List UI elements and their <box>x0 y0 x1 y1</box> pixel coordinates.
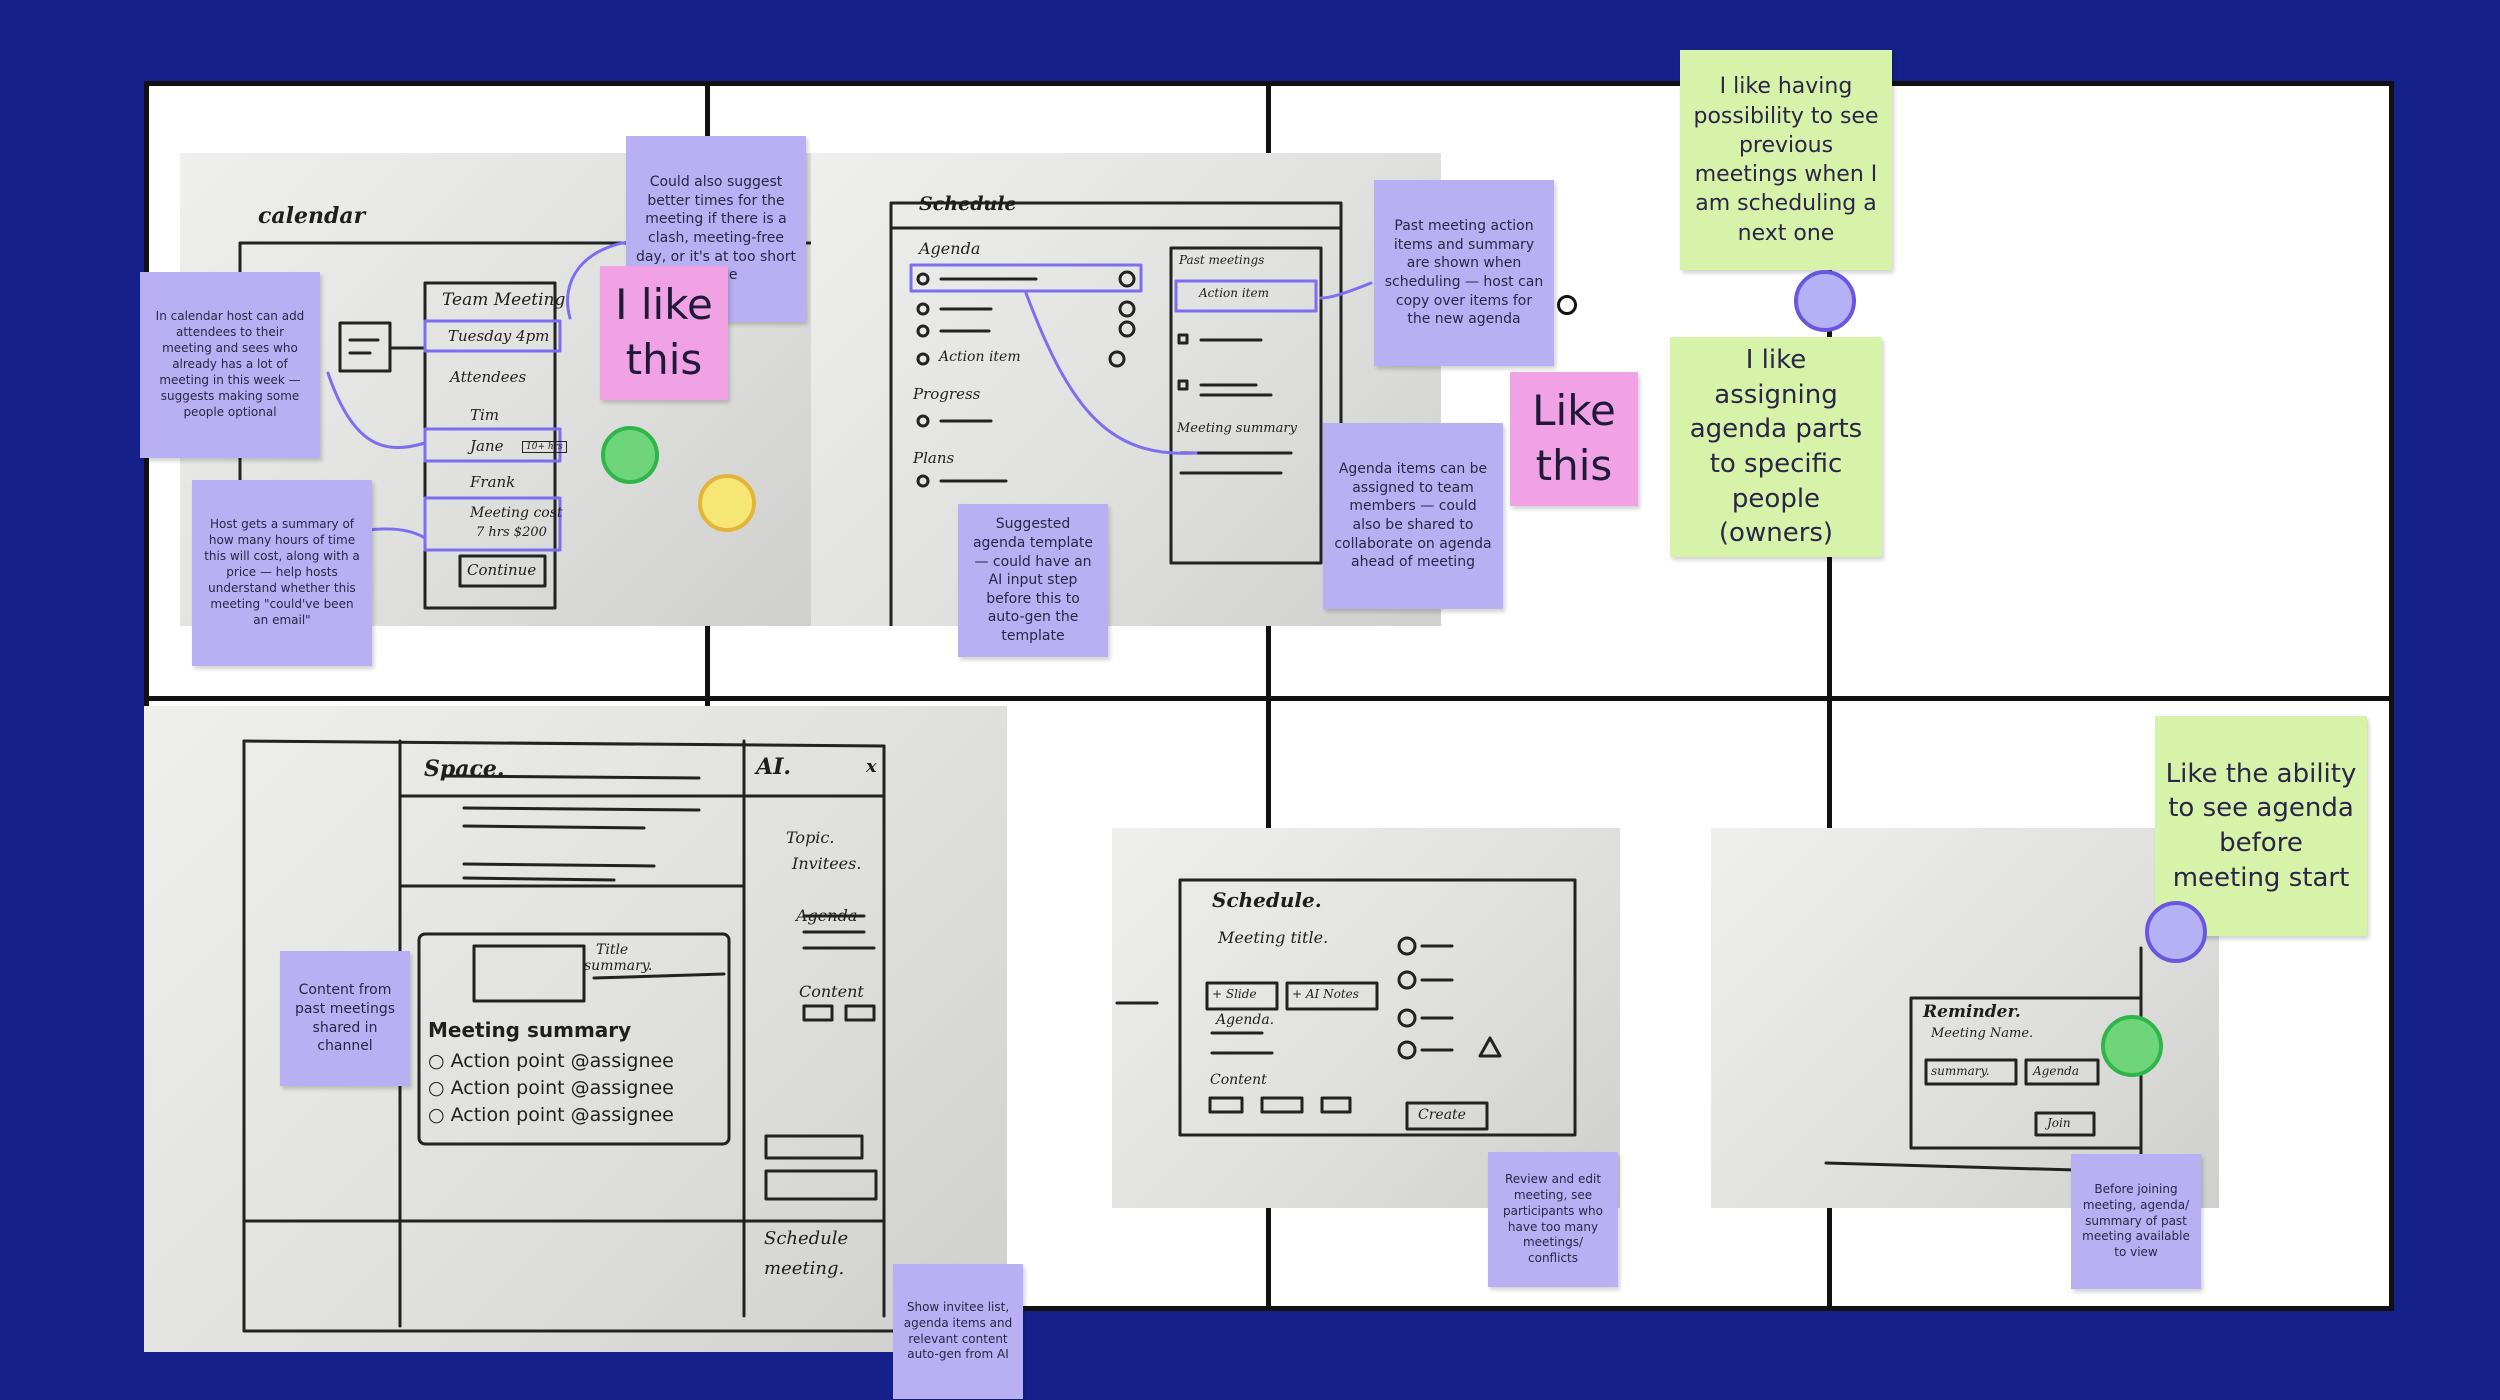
calendar-cost-line1: Meeting cost <box>470 505 563 521</box>
sticky-assign-parts[interactable]: I like assigning agenda parts to specifi… <box>1670 337 1882 557</box>
sketch-schedule2-photo: Schedule. Meeting title. + Slide + AI No… <box>1112 828 1620 1208</box>
vote-dot-purple-2[interactable] <box>2145 901 2207 963</box>
vote-dot-yellow[interactable] <box>698 474 756 532</box>
sticky-calendar-attendees[interactable]: In calendar host can add attendees to th… <box>140 272 320 458</box>
vote-dot-ring[interactable] <box>1557 295 1577 315</box>
space-card-title: Title <box>596 942 629 958</box>
sketch-space-photo: Space. AI. x Title summary. Meeting summ… <box>144 706 1007 1352</box>
space-ai-topic: Topic. <box>786 828 835 847</box>
reminder-summary-button[interactable]: summary. <box>1931 1064 1990 1078</box>
sticky-like-this-2[interactable]: Like this <box>1510 372 1638 506</box>
space-close-icon[interactable]: x <box>866 756 877 777</box>
space-action-point-1: ○ Action point @assignee <box>428 1050 674 1072</box>
sticky-review-edit[interactable]: Review and edit meeting, see participant… <box>1488 1152 1618 1287</box>
sticky-before-joining[interactable]: Before joining meeting, agenda/ summary … <box>2071 1154 2201 1289</box>
reminder-agenda-button[interactable]: Agenda <box>2033 1064 2080 1078</box>
schedule2-create-button[interactable]: Create <box>1418 1107 1466 1123</box>
schedule-progress-label: Progress <box>913 385 981 403</box>
sticky-agenda-template[interactable]: Suggested agenda template — could have a… <box>958 504 1108 657</box>
schedule-title: Schedule <box>919 193 1017 215</box>
schedule-plans-label: Plans <box>913 449 955 467</box>
reminder-meeting-name: Meeting Name. <box>1931 1026 2034 1041</box>
space-schedule-line2[interactable]: meeting. <box>764 1258 845 1279</box>
calendar-person-tim: Tim <box>470 406 500 424</box>
schedule-action-item: Action item <box>939 349 1021 365</box>
vote-dot-green-2[interactable] <box>2101 1015 2163 1077</box>
calendar-attendees-label: Attendees <box>450 368 527 386</box>
calendar-cost-line2: 7 hrs $200 <box>476 525 547 540</box>
schedule-past-action-item: Action item <box>1199 286 1269 300</box>
calendar-title: calendar <box>258 203 366 229</box>
reminder-title: Reminder. <box>1923 1002 2021 1022</box>
calendar-person-jane: Jane <box>470 437 504 455</box>
schedule-agenda-label: Agenda <box>919 239 981 258</box>
schedule2-content-label: Content <box>1210 1072 1267 1088</box>
space-action-point-3: ○ Action point @assignee <box>428 1104 674 1126</box>
space-card-subtitle: summary. <box>584 958 653 974</box>
calendar-busy-badge: 10+ hrs <box>522 441 567 453</box>
space-summary-heading: Meeting summary <box>428 1018 632 1042</box>
schedule-past-meetings-label: Past meetings <box>1179 253 1265 267</box>
sticky-like-this-1[interactable]: I like this <box>600 266 728 400</box>
calendar-continue-button[interactable]: Continue <box>467 561 537 579</box>
sticky-past-action-items[interactable]: Past meeting action items and summary ar… <box>1374 180 1554 366</box>
reminder-join-button[interactable]: Join <box>2047 1116 2071 1130</box>
calendar-card-title: Team Meeting <box>442 290 566 310</box>
space-ai-content: Content <box>799 982 864 1001</box>
space-action-point-2: ○ Action point @assignee <box>428 1077 674 1099</box>
sticky-see-previous[interactable]: I like having possibility to see previou… <box>1680 50 1892 270</box>
schedule2-meeting-title: Meeting title. <box>1218 928 1329 947</box>
space-ai-agenda: Agenda <box>796 906 858 925</box>
grid-line-h <box>149 696 2389 701</box>
schedule2-agenda-label: Agenda. <box>1216 1012 1275 1028</box>
calendar-date: Tuesday 4pm <box>448 327 550 345</box>
sticky-assign-items[interactable]: Agenda items can be assigned to team mem… <box>1323 423 1503 609</box>
schedule2-slide-button[interactable]: + Slide <box>1212 987 1257 1001</box>
schedule2-ai-notes-button[interactable]: + AI Notes <box>1292 987 1359 1001</box>
space-ai-invitees: Invitees. <box>792 854 862 873</box>
space-schedule-line1[interactable]: Schedule <box>764 1228 849 1249</box>
vote-dot-purple-1[interactable] <box>1794 270 1856 332</box>
schedule2-title: Schedule. <box>1212 888 1322 912</box>
calendar-person-frank: Frank <box>470 473 516 491</box>
schedule-meeting-summary-label: Meeting summary <box>1177 421 1297 436</box>
space-ai-title: AI. <box>756 754 792 780</box>
sticky-invitee-list[interactable]: Show invitee list, agenda items and rele… <box>893 1264 1023 1399</box>
space-title: Space. <box>424 756 505 782</box>
vote-dot-green-1[interactable] <box>601 426 659 484</box>
sticky-see-agenda[interactable]: Like the ability to see agenda before me… <box>2155 716 2367 936</box>
sticky-cost-summary[interactable]: Host gets a summary of how many hours of… <box>192 480 372 666</box>
sticky-past-content[interactable]: Content from past meetings shared in cha… <box>280 951 410 1086</box>
